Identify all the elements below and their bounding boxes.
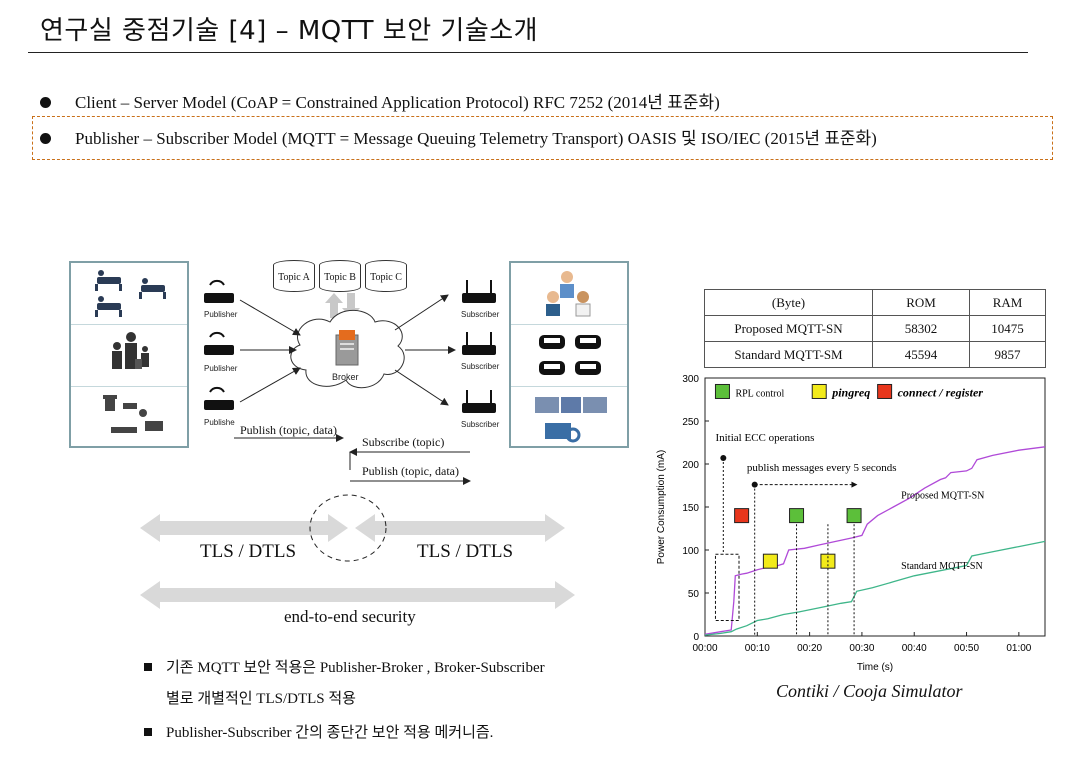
annotation-ecc: Initial ECC operations xyxy=(715,432,814,444)
memory-size-table: (Byte) ROM RAM Proposed MQTT-SN 58302 10… xyxy=(704,289,1046,368)
table-cell: 10475 xyxy=(969,315,1046,342)
broker-label: Broker xyxy=(332,372,359,382)
subscriber-label: Subscriber xyxy=(461,420,500,429)
legend-label: connect / register xyxy=(898,385,984,399)
table-header-row: (Byte) ROM RAM xyxy=(704,289,1046,316)
table-header-cell: RAM xyxy=(969,289,1046,316)
publish-label: Publish (topic, data) xyxy=(240,423,337,437)
legend-swatch xyxy=(811,383,827,399)
broker-cloud xyxy=(290,309,405,389)
y-tick-label: 0 xyxy=(693,632,699,643)
topic-a-cylinder: Topic A xyxy=(273,260,315,292)
series-label: Standard MQTT-SN xyxy=(901,561,983,572)
consumer-icons xyxy=(535,271,607,443)
tls-left-label: TLS / DTLS xyxy=(200,541,297,562)
y-tick-label: 50 xyxy=(688,589,700,600)
legend-label: RPL control xyxy=(735,388,784,399)
subscriber-label: Subscriber xyxy=(461,362,500,371)
bullet-publisher-subscriber: Publisher – Subscriber Model (MQTT = Mes… xyxy=(40,124,877,149)
table-row: Standard MQTT-SM 45594 9857 xyxy=(704,341,1046,368)
subscriber-domain-panel xyxy=(509,261,629,448)
table-cell: 9857 xyxy=(969,341,1046,368)
table-cell: Proposed MQTT-SN xyxy=(704,315,873,342)
x-tick-label: 00:50 xyxy=(954,643,979,654)
y-tick-label: 300 xyxy=(682,374,699,385)
table-header-cell: ROM xyxy=(872,289,970,316)
annotation-arrowhead xyxy=(851,481,858,488)
note-bullet xyxy=(144,662,152,671)
series-line-proposed xyxy=(704,446,1046,635)
note-text: 기존 MQTT 보안 적용은 Publisher-Broker , Broker… xyxy=(166,660,545,676)
table-cell: 58302 xyxy=(872,315,970,342)
table-cell: Standard MQTT-SM xyxy=(704,341,873,368)
y-axis-label: Power Consumption (mA) xyxy=(656,450,667,564)
event-marker xyxy=(734,508,750,524)
annotation-publish: publish messages every 5 seconds xyxy=(747,462,897,474)
table-header-cell: (Byte) xyxy=(704,289,873,316)
legend-swatch xyxy=(877,383,893,399)
note-2: Publisher-Subscriber 간의 종단간 보안 적용 메커니즘. xyxy=(144,721,493,742)
x-tick-label: 01:00 xyxy=(1006,643,1031,654)
series-line-standard xyxy=(704,540,1046,636)
event-marker xyxy=(762,553,778,569)
subscribe-label: Subscribe (topic) xyxy=(362,435,445,449)
topic-c-cylinder: Topic C xyxy=(365,260,407,292)
table-cell: 45594 xyxy=(872,341,970,368)
x-axis-label: Time (s) xyxy=(857,662,893,673)
topic-b-cylinder: Topic B xyxy=(319,260,361,292)
ecc-region-box xyxy=(714,553,740,622)
y-tick-label: 250 xyxy=(682,417,699,428)
broker-server-icon xyxy=(335,330,359,366)
note-bullet xyxy=(144,727,152,736)
bullet-text: Client – Server Model (CoAP = Constraine… xyxy=(75,93,720,112)
page-title: 연구실 중점기술 [4] – MQTT 보안 기술소개 xyxy=(40,16,539,46)
x-tick-label: 00:20 xyxy=(797,643,822,654)
plot-frame xyxy=(704,377,1046,637)
x-tick-label: 00:10 xyxy=(745,643,770,654)
title-divider xyxy=(28,52,1028,53)
series-label: Proposed MQTT-SN xyxy=(901,490,984,501)
tls-right-label: TLS / DTLS xyxy=(417,541,514,562)
subscriber-device-icons xyxy=(462,280,496,413)
note-1b: 별로 개별적인 TLS/DTLS 적용 xyxy=(166,691,356,707)
e2e-label: end-to-end security xyxy=(284,607,416,626)
bullet-dot xyxy=(40,132,51,144)
iot-device-icons xyxy=(95,270,166,433)
x-tick-label: 00:30 xyxy=(849,643,874,654)
publisher-device-icons xyxy=(204,279,234,410)
publisher-domain-panel xyxy=(69,261,189,448)
y-tick-label: 200 xyxy=(682,460,699,471)
bullet-dot xyxy=(40,96,51,108)
subscriber-label: Subscriber xyxy=(461,310,500,319)
legend-swatch xyxy=(714,383,730,399)
table-row: Proposed MQTT-SN 58302 10475 xyxy=(704,315,1046,342)
x-tick-label: 00:40 xyxy=(902,643,927,654)
bullet-text: Publisher – Subscriber Model (MQTT = Mes… xyxy=(75,129,877,148)
publisher-label: Publishe xyxy=(204,418,235,427)
security-arrows xyxy=(140,514,575,609)
x-tick-label: 00:00 xyxy=(692,643,717,654)
bullet-client-server: Client – Server Model (CoAP = Constraine… xyxy=(40,88,720,113)
power-consumption-chart: 0 50 100 150 200 250 300 00:00 00:10 00:20 00:30 00… xyxy=(656,374,1046,673)
note-text: Publisher-Subscriber 간의 종단간 보안 적용 메커니즘. xyxy=(166,725,494,741)
legend-label: pingreq xyxy=(831,385,870,399)
figure-caption: Contiki / Cooja Simulator xyxy=(776,681,963,701)
y-tick-label: 100 xyxy=(682,546,699,557)
publisher-label: Publisher xyxy=(204,364,238,373)
y-tick-label: 150 xyxy=(682,503,699,514)
publish-label-2: Publish (topic, data) xyxy=(362,464,459,478)
event-marker xyxy=(789,508,805,524)
event-marker xyxy=(846,508,862,524)
note-1: 기존 MQTT 보안 적용은 Publisher-Broker , Broker… xyxy=(144,656,545,677)
highlight-box xyxy=(32,116,1053,160)
publisher-label: Publisher xyxy=(204,310,238,319)
